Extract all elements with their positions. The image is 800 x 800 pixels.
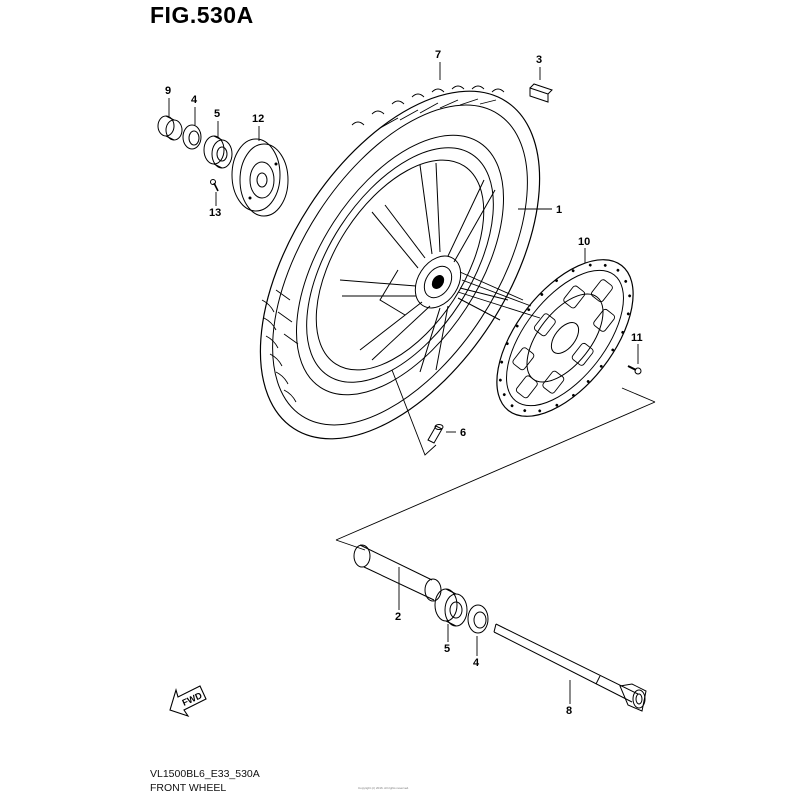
wheel-spokes [339,162,509,373]
balance-weight [529,83,553,103]
label-8: 8 [566,705,572,717]
air-valve [427,424,444,444]
axle-spacer [353,544,442,602]
label-7: 7 [435,49,441,61]
label-2: 2 [395,611,401,623]
label-1: 1 [556,204,562,216]
disc-bolt [627,365,642,375]
label-10: 10 [578,236,590,248]
model-code: VL1500BL6_E33_530A [150,768,260,780]
label-4-bottom: 4 [473,657,480,669]
label-11: 11 [631,332,643,344]
spacer-9 [157,115,183,141]
label-13: 13 [209,207,221,219]
fwd-arrow-icon: FWD [169,685,207,718]
label-5-top: 5 [214,108,220,120]
tire [259,85,541,440]
leader-lines [168,62,656,704]
screw-13 [210,179,219,192]
front-axle [493,623,647,712]
oil-seal-4-bottom [467,604,489,634]
label-6: 6 [460,427,466,439]
collar-12 [231,138,289,217]
fwd-label: FWD [181,690,204,708]
figure-subtitle: FRONT WHEEL [150,782,227,794]
label-12: 12 [252,113,264,125]
figure-title: FIG.530A [150,2,254,28]
label-3: 3 [536,54,542,66]
oil-seal-4-top [182,124,202,150]
label-5-bottom: 5 [444,643,450,655]
bearing-5-bottom [434,588,468,627]
copyright-fine-print: Copyright (c) 2016. All rights reserved. [358,786,410,790]
label-4-top: 4 [191,94,198,106]
bearing-5-top [203,135,233,169]
callout-labels: 7 3 9 4 5 12 13 1 10 11 6 2 5 4 8 [165,49,643,717]
label-9: 9 [165,85,171,97]
brake-disc [496,259,634,417]
